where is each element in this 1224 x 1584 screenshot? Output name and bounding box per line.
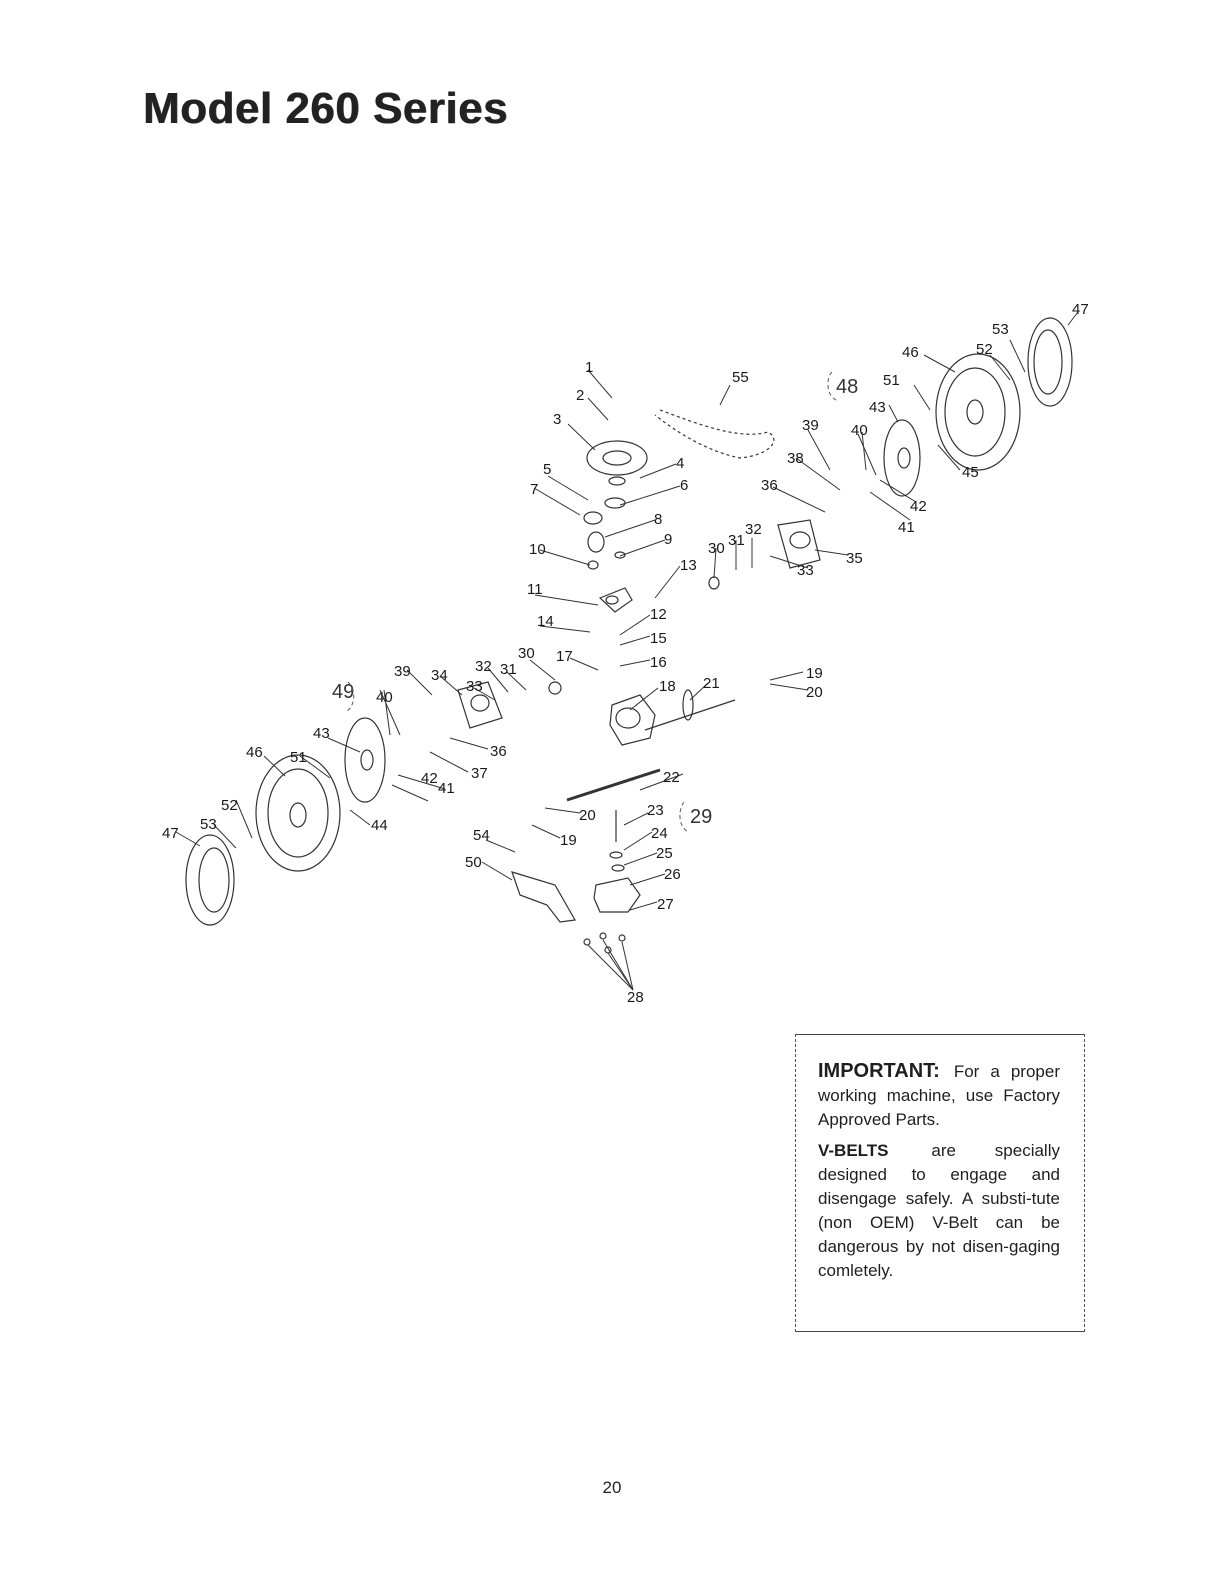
callout-number: 9: [664, 531, 672, 548]
callout-number: 43: [313, 725, 330, 742]
callout-number: 17: [556, 648, 573, 665]
callout-number: 14: [537, 613, 554, 630]
callout-number: 21: [703, 675, 720, 692]
vbelts-paragraph: V-BELTS are specially designed to engage…: [818, 1139, 1060, 1283]
right-hubcap-part: [1027, 317, 1073, 407]
callout-number: 23: [647, 802, 664, 819]
callout-number: 51: [883, 372, 900, 389]
right-wheel-part: [935, 353, 1021, 471]
callout-number: 55: [732, 369, 749, 386]
callout-number: 1: [585, 359, 593, 376]
callout-number: 47: [1072, 301, 1089, 318]
callout-number: 36: [761, 477, 778, 494]
callout-number: 15: [650, 630, 667, 647]
callout-number: 19: [560, 832, 577, 849]
important-paragraph: IMPORTANT:For a proper working machine, …: [818, 1059, 1060, 1132]
callout-number: 30: [708, 540, 725, 557]
callout-number: 52: [976, 341, 993, 358]
gearbox-part: [609, 694, 656, 746]
callout-number: 50: [465, 854, 482, 871]
callout-numbers: 1 2 3 4 5 6 7 8 9 10 11 12 13 14 15 16 1…: [162, 301, 1089, 1006]
group-label: 49: [332, 681, 354, 703]
group-label: 48: [836, 376, 858, 398]
important-notice-box: IMPORTANT:For a proper working machine, …: [795, 1034, 1085, 1332]
callout-number: 33: [466, 678, 483, 695]
callout-number: 46: [902, 344, 919, 361]
callout-number: 3: [553, 411, 561, 428]
callout-number: 53: [200, 816, 217, 833]
callout-number: 20: [579, 807, 596, 824]
callout-number: 11: [527, 581, 543, 598]
callout-number: 12: [650, 606, 667, 623]
callout-number: 2: [576, 387, 584, 404]
callout-number: 18: [659, 678, 676, 695]
callout-number: 41: [438, 780, 455, 797]
axle-shaft-part: [644, 699, 736, 731]
callout-number: 10: [529, 541, 546, 558]
callout-number: 25: [656, 845, 673, 862]
callout-number: 30: [518, 645, 535, 662]
callout-number: 37: [471, 765, 488, 782]
pulley-part: [586, 440, 648, 476]
important-label: IMPORTANT:: [818, 1060, 940, 1082]
vbelts-label: V-BELTS: [818, 1141, 889, 1160]
callout-number: 54: [473, 827, 490, 844]
callout-number: 44: [371, 817, 388, 834]
callout-number: 42: [421, 770, 438, 787]
right-hub-part: [777, 519, 821, 569]
page-title: Model 260 Series: [143, 84, 509, 133]
callout-number: 26: [664, 866, 681, 883]
callout-number: 33: [797, 562, 814, 579]
callout-number: 27: [657, 896, 674, 913]
callout-number: 28: [627, 989, 644, 1006]
callout-number: 5: [543, 461, 551, 478]
callout-number: 51: [290, 749, 307, 766]
callout-number: 4: [676, 455, 684, 472]
callout-number: 45: [962, 464, 979, 481]
callout-number: 39: [394, 663, 411, 680]
callout-number: 31: [728, 532, 745, 549]
callout-number: 24: [651, 825, 668, 842]
callout-number: 53: [992, 321, 1009, 338]
callout-number: 42: [910, 498, 927, 515]
callout-number: 35: [846, 550, 863, 567]
callout-number: 40: [376, 689, 393, 706]
callout-number: 32: [745, 521, 762, 538]
callout-number: 43: [869, 399, 886, 416]
left-wheel-part: [255, 754, 341, 872]
v-belt-part: [654, 409, 775, 459]
callout-number: 39: [802, 417, 819, 434]
callout-number: 6: [680, 477, 688, 494]
left-drive-disc-part: [344, 717, 386, 803]
mount-bracket-part: [511, 871, 576, 923]
important-text: For a proper working machine, use Factor…: [818, 1062, 1060, 1129]
callout-number: 19: [806, 665, 823, 682]
group-label: 29: [690, 806, 712, 828]
callout-number: 41: [898, 519, 915, 536]
callout-number: 46: [246, 744, 263, 761]
callout-number: 31: [500, 661, 517, 678]
exploded-parts-diagram: 1 2 3 4 5 6 7 8 9 10 11 12 13 14 15 16 1…: [162, 301, 1089, 1006]
bracket-part: [598, 587, 633, 613]
callout-number: 20: [806, 684, 823, 701]
callout-number: 52: [221, 797, 238, 814]
callout-number: 13: [680, 557, 697, 574]
callout-number: 40: [851, 422, 868, 439]
callout-number: 22: [663, 769, 680, 786]
left-hubcap-part: [185, 834, 235, 926]
callout-number: 8: [654, 511, 662, 528]
page-number: 20: [602, 1478, 622, 1497]
left-hub-part: [457, 681, 503, 729]
callout-number: 32: [475, 658, 492, 675]
callout-number: 47: [162, 825, 179, 842]
callout-number: 7: [530, 481, 538, 498]
pinion-housing-part: [593, 877, 641, 913]
callout-number: 34: [431, 667, 448, 684]
right-drive-disc-part: [883, 419, 921, 497]
callout-number: 38: [787, 450, 804, 467]
callout-number: 36: [490, 743, 507, 760]
callout-number: 16: [650, 654, 667, 671]
vbelts-text: are specially designed to engage and dis…: [818, 1141, 1060, 1280]
